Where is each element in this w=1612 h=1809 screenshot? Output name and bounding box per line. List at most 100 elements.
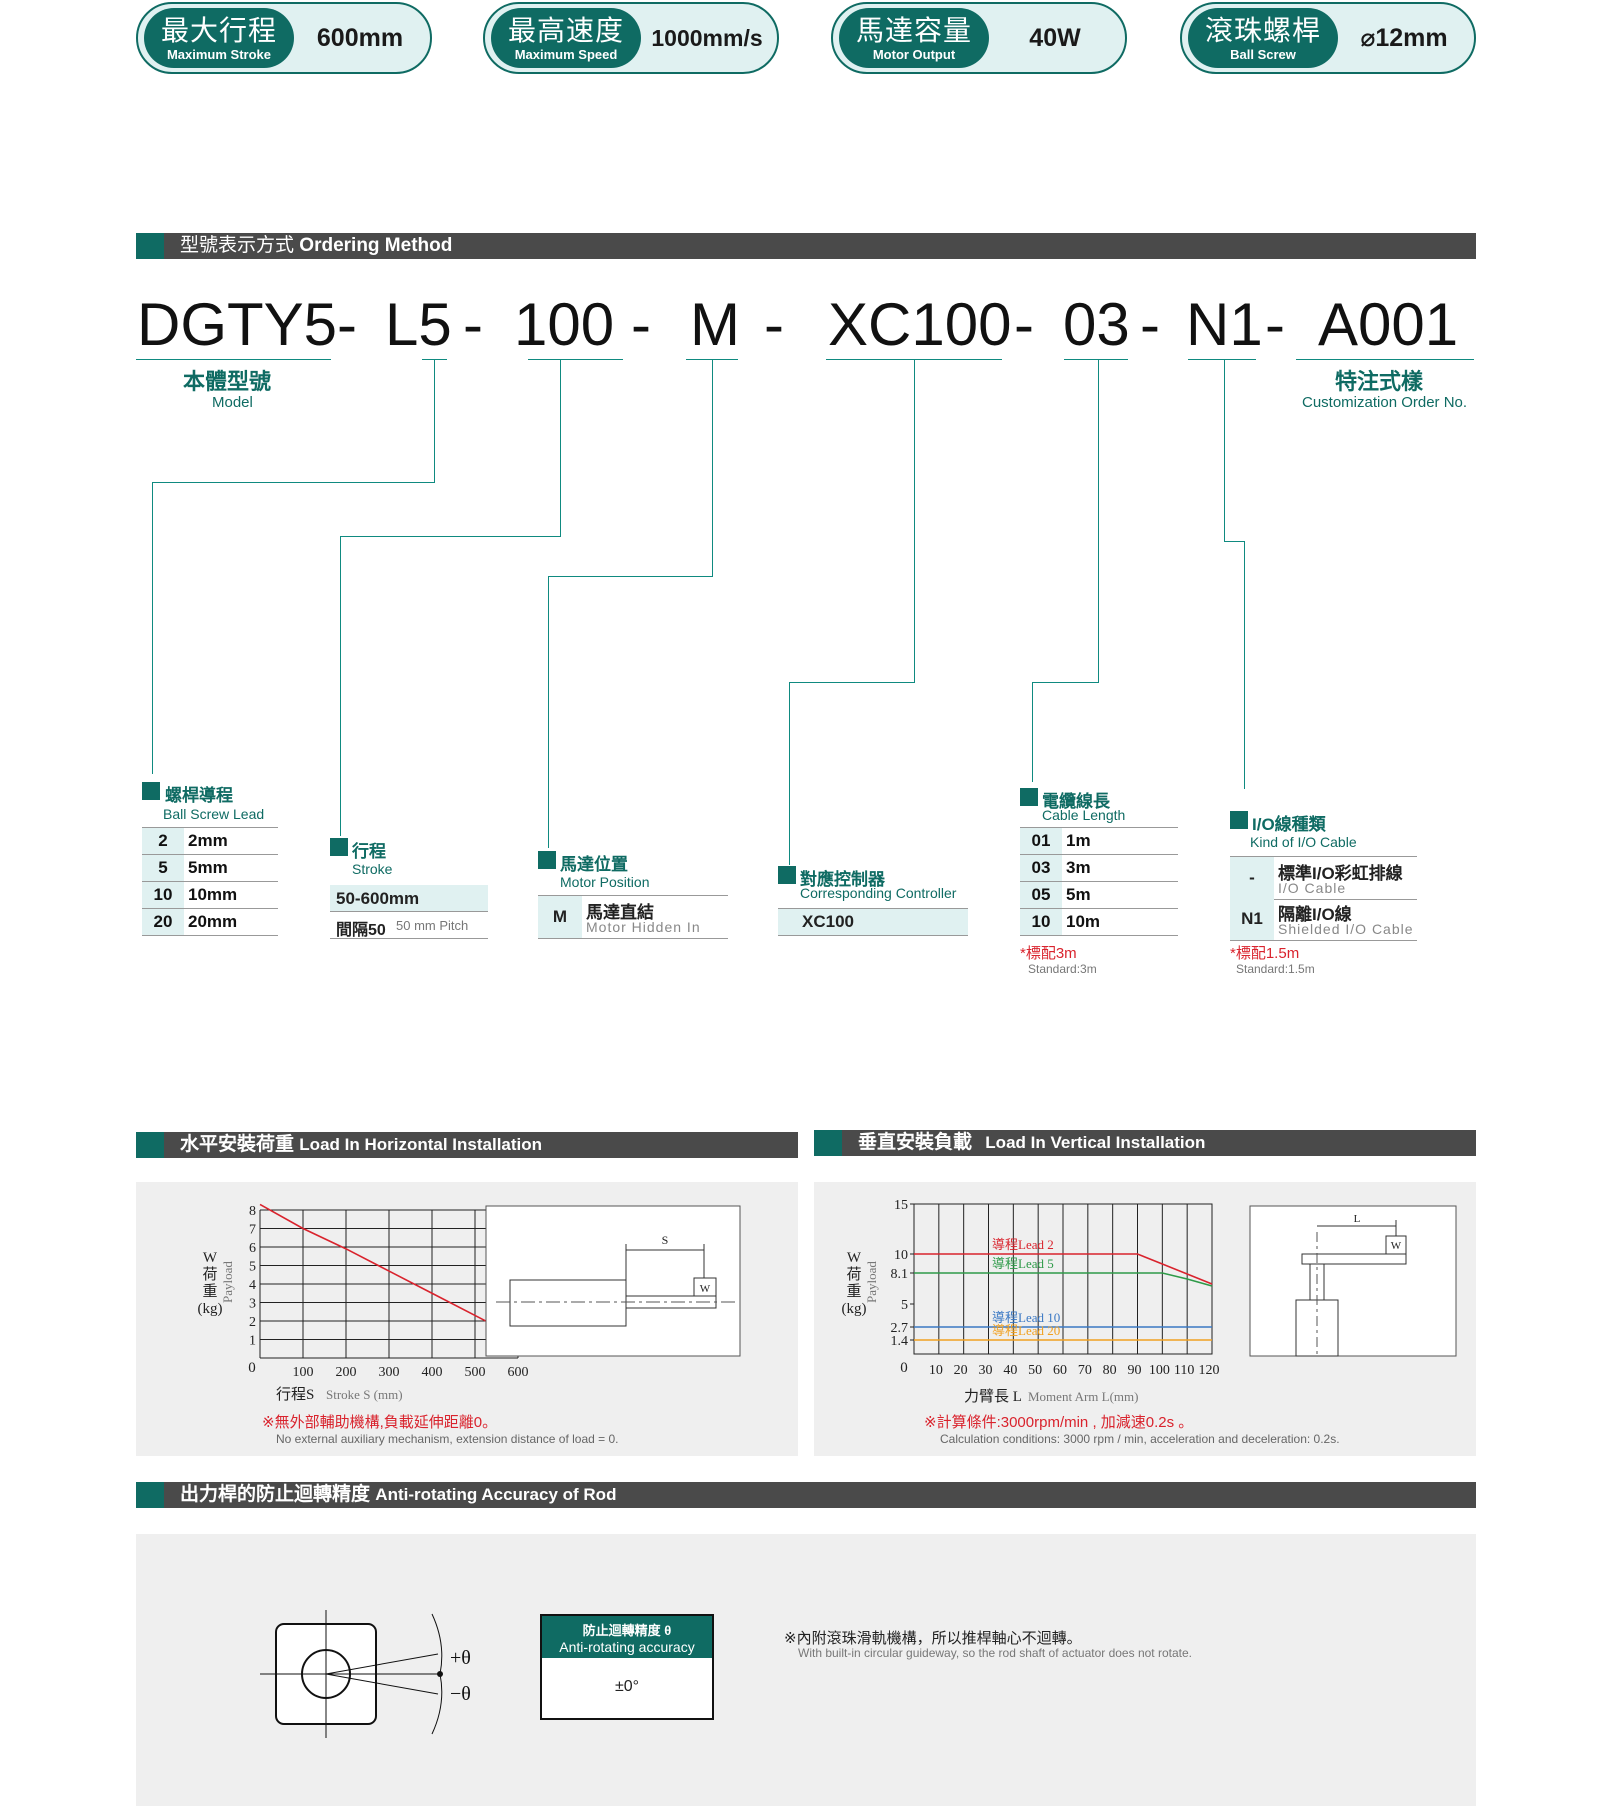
leader-line — [152, 482, 153, 774]
x-label-en: Stroke S (mm) — [326, 1387, 403, 1402]
io-note: *標配1.5m — [1230, 945, 1300, 962]
anti-rotation-note: ※內附滾珠滑軌機構，所以推桿軸心不迴轉。 — [784, 1630, 1082, 1647]
angle-line — [325, 1673, 439, 1695]
option-marker — [538, 851, 556, 869]
underline — [1296, 359, 1474, 360]
series-label: 導程Lead 2 — [992, 1237, 1054, 1252]
motor-row: M 馬達直結 Motor Hidden In — [538, 895, 728, 939]
y-label-w: W — [203, 1250, 218, 1266]
cable-title: 電纜線長 — [1042, 792, 1110, 811]
x-tick-label: 200 — [336, 1365, 357, 1380]
section-bar-anti-rotation: 出力桿的防止迴轉精度 Anti-rotating Accuracy of Rod — [136, 1482, 1476, 1508]
horizontal-note: ※無外部輔助機構,負載延伸距離0。 — [262, 1414, 498, 1431]
accuracy-header: 防止迴轉精度 θ Anti-rotating accuracy — [542, 1616, 712, 1658]
custom-label-en: Customization Order No. — [1302, 394, 1468, 411]
code-dash: - — [631, 291, 651, 358]
x-tick-label: 10 — [929, 1363, 943, 1378]
spec-value: ⌀12mm — [1360, 24, 1448, 52]
y-tick-label: 4 — [249, 1278, 256, 1293]
code-custom: A001 — [1318, 291, 1459, 358]
table-cell: 2mm — [184, 827, 278, 855]
spec-label-en: Motor Output — [872, 47, 956, 62]
spec-label-en: Maximum Stroke — [166, 47, 272, 62]
accuracy-value: ±0° — [614, 1678, 640, 1695]
diagram-w: W — [700, 1283, 711, 1295]
y-tick-label: 10 — [894, 1248, 908, 1263]
leader-line — [434, 359, 435, 482]
io-key: - — [1230, 857, 1274, 899]
x-tick-label: 30 — [979, 1363, 993, 1378]
load-block — [693, 1277, 717, 1297]
table-cell: 1m — [1062, 827, 1178, 855]
vertical-note: ※計算條件:3000rpm/min , 加減速0.2s 。 — [924, 1414, 1194, 1431]
option-marker — [330, 838, 348, 856]
code-io: N1 — [1186, 291, 1263, 358]
model-label-en: Model — [212, 394, 253, 411]
x-tick-label: 110 — [1174, 1363, 1194, 1378]
x-tick-label: 600 — [508, 1365, 529, 1380]
spec-value: 600mm — [316, 24, 404, 52]
y-tick-label: 1.4 — [891, 1334, 909, 1349]
y-label-zh: 荷 — [846, 1266, 861, 1283]
y-tick-label: 1 — [249, 1334, 256, 1349]
controller-subtitle: Corresponding Controller — [800, 885, 957, 901]
section-bar-ordering: 型號表示方式 Ordering Method — [136, 233, 1476, 259]
section-title-en: Load In Horizontal Installation — [299, 1135, 543, 1154]
motor-subtitle: Motor Position — [560, 874, 650, 890]
code-dash: - — [1014, 291, 1034, 358]
io-en: Shielded I/O Cable — [1278, 921, 1414, 937]
section-title-zh: 出力桿的防止迴轉精度 — [180, 1484, 371, 1505]
leader-line — [789, 682, 790, 865]
x-tick-label: 60 — [1053, 1363, 1067, 1378]
table-cell: 10mm — [184, 881, 278, 909]
accuracy-header-zh: 防止迴轉精度 θ — [582, 1623, 672, 1638]
actuator-body — [1295, 1299, 1339, 1357]
section-title-en: Anti-rotating Accuracy of Rod — [375, 1485, 617, 1504]
controller-title: 對應控制器 — [800, 870, 885, 889]
option-marker — [1020, 788, 1038, 806]
section-title-zh: 水平安裝荷重 — [180, 1134, 295, 1155]
table-cell: 5 — [142, 854, 184, 882]
actuator-body — [509, 1279, 627, 1327]
x-tick-label: 20 — [954, 1363, 968, 1378]
angle-arc — [431, 1613, 443, 1735]
leader-line — [1098, 359, 1099, 682]
leader-line — [152, 482, 435, 483]
spec-value: 1000mm/s — [651, 25, 763, 51]
x-tick-label: 500 — [465, 1365, 486, 1380]
motor-key: M — [538, 896, 582, 938]
leader-line — [712, 359, 713, 576]
y-label-zh: 重 — [202, 1283, 217, 1300]
stroke-range: 50-600mm — [330, 885, 488, 912]
stroke-pitch-en: 50 mm Pitch — [396, 918, 469, 933]
x-tick-label: 300 — [379, 1365, 400, 1380]
code-dash: - — [1140, 291, 1160, 358]
motor-zh: 馬達直結 — [586, 903, 654, 922]
leader-line — [340, 536, 341, 836]
bar-marker — [136, 1132, 164, 1158]
lead-title: 螺桿導程 — [165, 786, 233, 805]
leader-line — [1244, 541, 1245, 789]
spec-label-zh: 最高速度 — [507, 15, 624, 46]
section-title-zh: 型號表示方式 — [180, 235, 295, 256]
underline — [1064, 359, 1128, 360]
bar-marker — [136, 233, 164, 259]
leader-line — [548, 576, 713, 577]
vertical-note-en: Calculation conditions: 3000 rpm / min, … — [940, 1432, 1340, 1446]
series-line — [259, 1203, 519, 1339]
section-title-zh: 垂直安裝負載 — [858, 1132, 973, 1153]
stroke-title: 行程 — [352, 842, 386, 861]
y-tick-label: 2.7 — [891, 1321, 909, 1336]
table-cell: 10 — [1020, 908, 1062, 936]
stroke-subtitle: Stroke — [352, 861, 393, 877]
y-tick-label: 5 — [249, 1260, 256, 1275]
x-tick-label: 80 — [1103, 1363, 1117, 1378]
controller-value-text: XC100 — [802, 912, 854, 931]
table-cell: 01 — [1020, 827, 1062, 855]
